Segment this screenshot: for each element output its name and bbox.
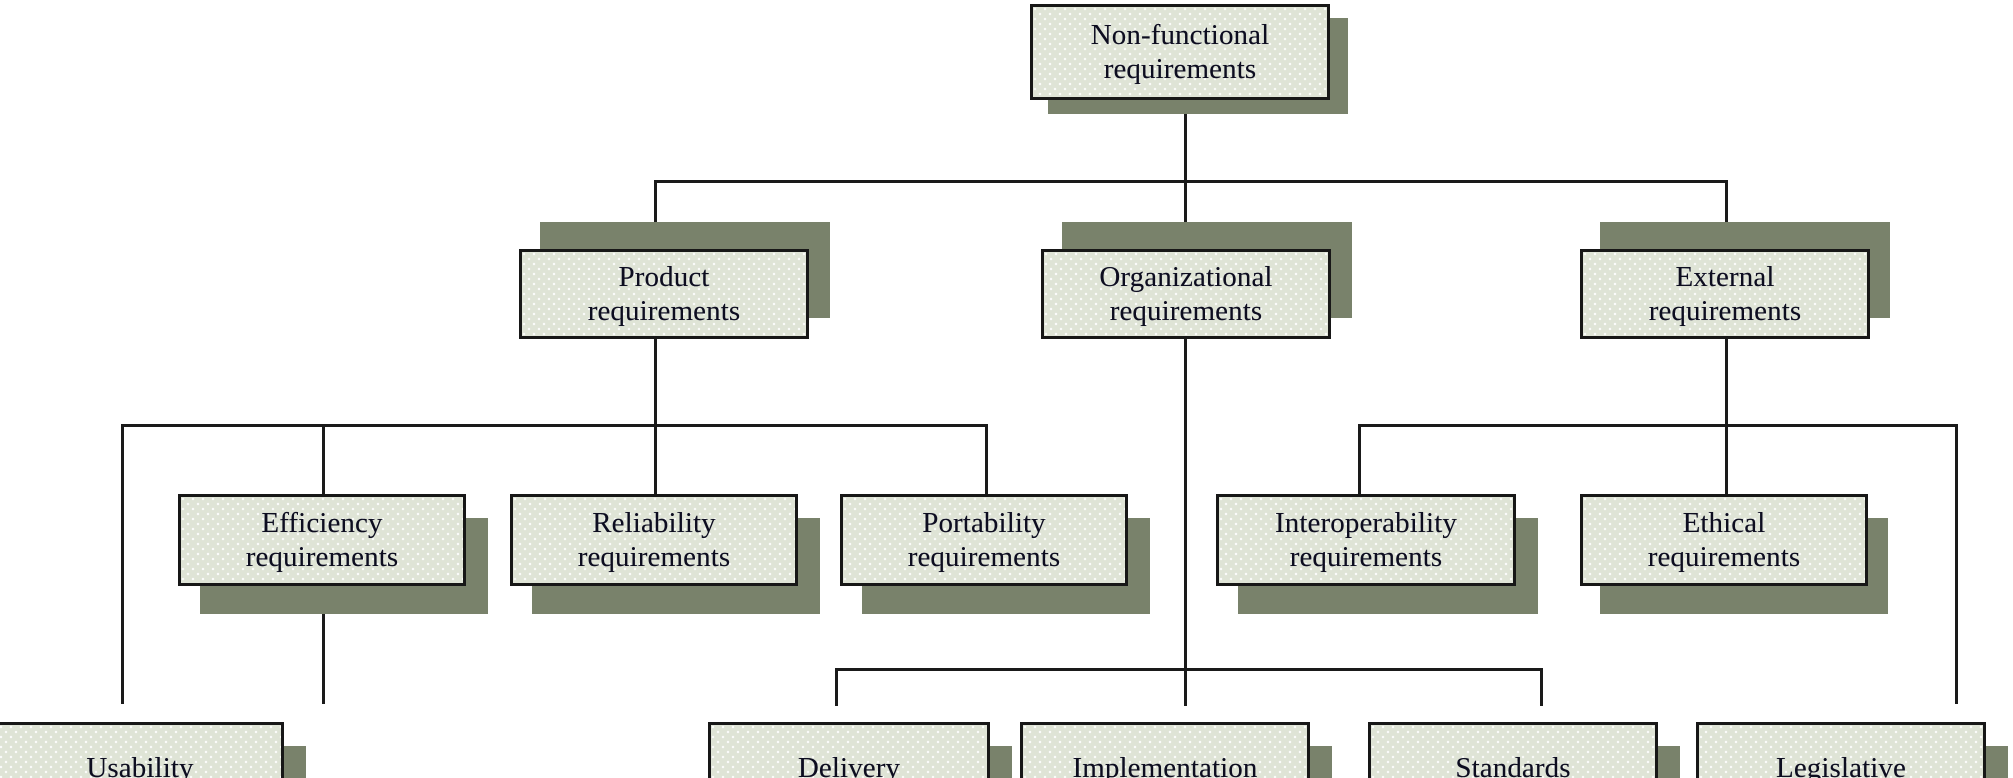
edge-root-to-organizational <box>1184 180 1187 250</box>
edge-organizational-stem <box>1184 288 1187 670</box>
edge-product-to-usability <box>121 424 124 704</box>
node-label-delivery: Delivery <box>797 751 901 778</box>
node-implementation[interactable]: Implementation <box>1020 722 1310 778</box>
edge-organizational-to-standards <box>1540 668 1543 706</box>
edge-root-stem <box>1184 94 1187 182</box>
node-label-ethical: Ethical requirements <box>1647 506 1801 573</box>
node-label-root: Non-functional requirements <box>1090 18 1270 85</box>
node-interoperability-requirements[interactable]: Interoperability requirements <box>1216 494 1516 586</box>
edge-organizational-bus <box>835 668 1543 671</box>
edge-efficiency-to-usability <box>322 586 325 704</box>
node-non-functional-requirements[interactable]: Non-functional requirements <box>1030 4 1330 100</box>
edge-root-to-product <box>654 180 657 250</box>
node-label-standards: Standards <box>1455 751 1571 778</box>
node-organizational-requirements[interactable]: Organizational requirements <box>1041 249 1331 339</box>
node-label-product: Product requirements <box>587 260 741 327</box>
edge-root-to-external <box>1725 180 1728 250</box>
edge-product-bus <box>121 424 987 427</box>
node-label-portability: Portability requirements <box>907 506 1061 573</box>
edge-product-to-portability <box>985 424 988 494</box>
edge-external-stem <box>1725 288 1728 426</box>
edge-external-to-interoperability <box>1358 424 1361 494</box>
edge-level1-bus <box>654 180 1728 183</box>
node-label-efficiency: Efficiency requirements <box>245 506 399 573</box>
node-label-interoperability: Interoperability requirements <box>1275 506 1457 573</box>
edge-product-to-efficiency <box>322 424 325 494</box>
node-usability[interactable]: Usability <box>0 722 284 778</box>
node-label-implementation: Implementation <box>1072 751 1258 778</box>
node-label-legislative: Legislative <box>1776 751 1906 778</box>
edge-product-stem <box>654 288 657 426</box>
node-delivery[interactable]: Delivery <box>708 722 990 778</box>
node-ethical-requirements[interactable]: Ethical requirements <box>1580 494 1868 586</box>
node-external-requirements[interactable]: External requirements <box>1580 249 1870 339</box>
edge-organizational-to-delivery <box>835 668 838 706</box>
node-label-reliability: Reliability requirements <box>577 506 731 573</box>
node-product-requirements[interactable]: Product requirements <box>519 249 809 339</box>
edge-external-to-ethical <box>1725 424 1728 494</box>
node-legislative[interactable]: Legislative <box>1696 722 1986 778</box>
node-label-organizational: Organizational requirements <box>1099 260 1273 327</box>
node-reliability-requirements[interactable]: Reliability requirements <box>510 494 798 586</box>
edge-external-bus <box>1358 424 1958 427</box>
node-label-usability: Usability <box>86 751 194 778</box>
edge-organizational-to-implementation <box>1184 668 1187 706</box>
node-portability-requirements[interactable]: Portability requirements <box>840 494 1128 586</box>
edge-external-to-legislative <box>1955 424 1958 704</box>
node-standards[interactable]: Standards <box>1368 722 1658 778</box>
node-label-external: External requirements <box>1648 260 1802 327</box>
node-efficiency-requirements[interactable]: Efficiency requirements <box>178 494 466 586</box>
edge-product-to-reliability <box>654 424 657 494</box>
